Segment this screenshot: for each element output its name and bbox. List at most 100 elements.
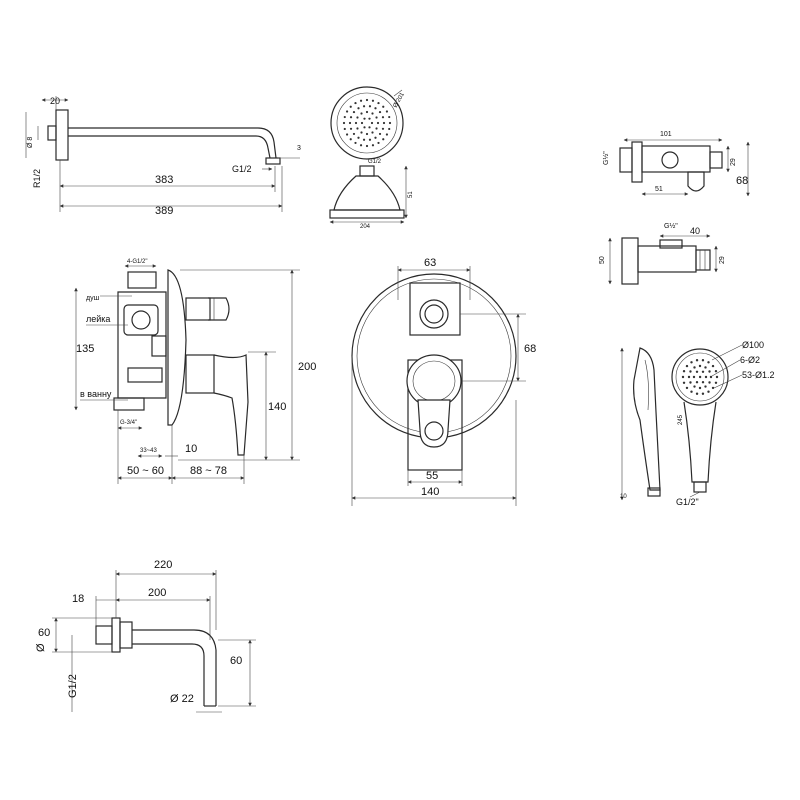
hand-shower-drawing: Ø100 6-Ø2 53-Ø1.2 245 10 G1/2" xyxy=(620,340,775,507)
nozzle-dot xyxy=(345,133,349,136)
nozzle-dot xyxy=(357,107,360,110)
nozzle-dot xyxy=(689,381,692,384)
nozzle-dot xyxy=(701,392,705,395)
nozzle-dot xyxy=(388,127,391,131)
spout-inlet-thread xyxy=(95,625,113,645)
mixer-label-leyka: лейка xyxy=(86,314,110,324)
nozzle-dot xyxy=(695,381,699,384)
nozzle-dot xyxy=(360,112,363,115)
holder-dim-51: 51 xyxy=(655,186,663,193)
nozzle-dot xyxy=(349,105,352,108)
nozzle-dot xyxy=(349,127,353,130)
nozzle-dot xyxy=(371,144,375,147)
nozzle-dot xyxy=(374,136,377,139)
nozzle-dot xyxy=(381,116,385,119)
hand-shower-face xyxy=(671,348,729,406)
nozzle-dot xyxy=(707,390,710,393)
nozzle-dot xyxy=(371,131,374,134)
spout-dim-60: 60 xyxy=(38,627,50,639)
spout-dim-220: 220 xyxy=(154,559,172,571)
nozzle-dot xyxy=(345,110,349,113)
holder-label-g12b: G½" xyxy=(664,222,678,230)
front-diverter-box xyxy=(409,282,461,336)
nozzle-dot xyxy=(682,381,686,385)
nozzle-dot xyxy=(371,99,375,102)
nozzle-dot xyxy=(708,381,711,384)
head-bell xyxy=(333,175,401,211)
nozzle-dot xyxy=(365,98,369,102)
nozzle-dot xyxy=(352,110,356,114)
mixer-dim-5060: 50 ~ 60 xyxy=(127,465,164,477)
spout-pipe-bottom xyxy=(132,643,205,706)
spout-pipe-top xyxy=(132,629,217,706)
arm-dim-r12: R1/2 xyxy=(32,169,42,188)
nozzle-dot xyxy=(348,121,352,125)
nozzle-dot xyxy=(714,381,718,385)
nozzle-dot xyxy=(370,121,374,125)
nozzle-dot xyxy=(707,361,710,364)
hand-shower-side-thread xyxy=(647,487,661,497)
mixer-side-drawing: 4-G1/2" душ лейка в ванну 135 G-3/4" 33~… xyxy=(74,259,316,484)
nozzle-dot xyxy=(356,116,359,119)
mixer-outlet xyxy=(127,367,163,383)
nozzle-dot xyxy=(709,375,713,379)
front-dim-140: 140 xyxy=(421,486,439,498)
nozzle-dot xyxy=(354,101,357,105)
holder-dim-29a: 29 xyxy=(730,158,737,166)
nozzle-dot xyxy=(382,105,385,108)
diverter-knob xyxy=(208,297,230,321)
nozzle-dot xyxy=(695,370,699,373)
nozzle-dot xyxy=(360,131,363,134)
spout-dim-18: 18 xyxy=(72,593,84,605)
front-lever-hub xyxy=(406,354,462,408)
front-dim-63: 63 xyxy=(424,257,436,269)
mixer-front-drawing: 63 68 55 140 xyxy=(351,257,536,506)
head-face-inner xyxy=(336,92,398,154)
arm-dim-389: 389 xyxy=(155,205,173,217)
nozzle-dot xyxy=(343,115,346,119)
hand-label-g12: G1/2" xyxy=(676,497,699,507)
nozzle-dot xyxy=(698,386,702,390)
nozzle-dot xyxy=(360,121,364,125)
nozzle-dot xyxy=(685,386,689,390)
nozzle-dot xyxy=(371,112,374,115)
holder-plate xyxy=(631,141,643,183)
holder-dim-40: 40 xyxy=(690,226,700,236)
front-dim-55: 55 xyxy=(426,470,438,482)
nozzle-dot xyxy=(701,381,705,384)
head-connector xyxy=(359,165,375,177)
holder-side-plate xyxy=(621,237,639,285)
lever-handle xyxy=(213,354,249,456)
mixer-top-port xyxy=(127,271,157,289)
mixer-label-top-g: 4-G1/2" xyxy=(127,259,147,265)
nozzle-dot xyxy=(695,359,699,362)
nozzle-dot xyxy=(682,369,686,373)
nozzle-dot xyxy=(692,375,696,379)
mixer-body xyxy=(117,291,167,399)
hand-dim-245: 245 xyxy=(678,414,684,425)
nozzle-dot xyxy=(385,110,389,113)
nozzle-dot xyxy=(378,132,382,136)
diverter-stem xyxy=(185,297,211,321)
nozzle-dot xyxy=(715,375,719,379)
nozzle-dot xyxy=(342,121,346,125)
nozzle-dot xyxy=(354,121,358,125)
arm-pipe-top xyxy=(68,127,277,159)
nozzle-dot xyxy=(689,370,692,373)
lever-base xyxy=(185,354,215,394)
holder-end xyxy=(709,151,723,169)
nozzle-dot xyxy=(685,364,689,368)
holder-inlet xyxy=(619,147,633,173)
nozzle-dot xyxy=(375,116,378,119)
mixer-bottom-port xyxy=(113,397,145,411)
shower-arm-drawing: 20 Ø 8 R1/2 G1/2 3 383 389 xyxy=(25,96,301,217)
holder-label-g12a: G½" xyxy=(602,151,610,165)
hand-label-holes53: 53-Ø1.2 xyxy=(742,370,775,380)
nozzle-dot xyxy=(690,390,693,393)
nozzle-dot xyxy=(349,116,353,119)
mixer-label-dush: душ xyxy=(86,295,100,302)
nozzle-dot xyxy=(352,132,356,136)
nozzle-dot xyxy=(381,127,385,130)
holder-dim-29b: 29 xyxy=(719,256,726,264)
hand-label-holes6: 6-Ø2 xyxy=(740,355,760,365)
